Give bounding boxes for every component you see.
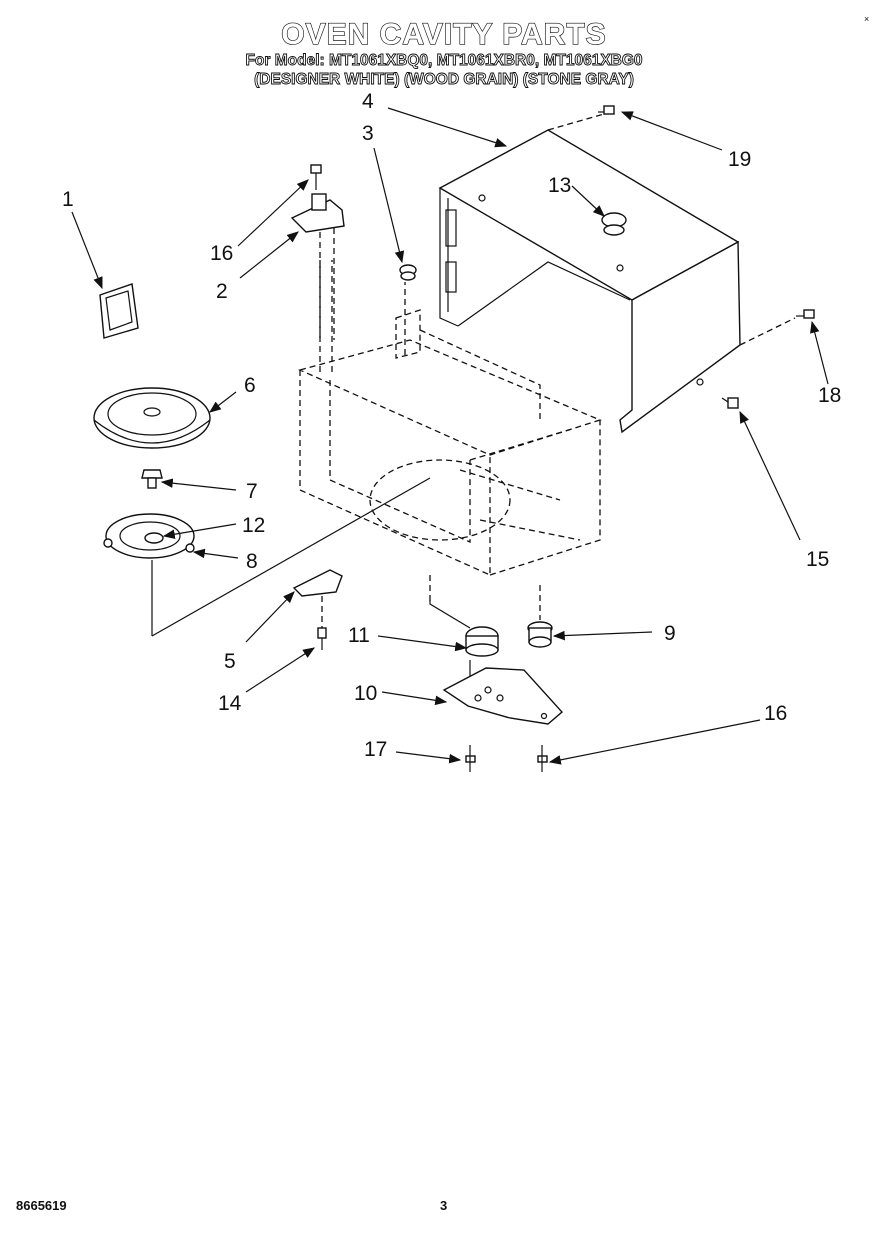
part-16-screw-bottom bbox=[537, 745, 548, 772]
callout-18: 18 bbox=[818, 384, 841, 407]
part-17-screw bbox=[465, 745, 476, 772]
part-5-clip bbox=[292, 569, 343, 628]
model-variants: (DESIGNER WHITE) (WOOD GRAIN) (STONE GRA… bbox=[254, 71, 635, 89]
part-11-motor bbox=[429, 600, 499, 657]
callout-19: 19 bbox=[728, 148, 751, 171]
callout-5: 5 bbox=[224, 650, 236, 673]
callout-15: 15 bbox=[806, 548, 829, 571]
callout-13: 13 bbox=[548, 174, 571, 197]
page-title: OVEN CAVITY PARTS bbox=[281, 17, 607, 51]
callout-7: 7 bbox=[246, 480, 258, 503]
callout-10: 10 bbox=[354, 682, 377, 705]
callout-17: 17 bbox=[364, 738, 387, 761]
callout-12: 12 bbox=[242, 514, 265, 537]
part-13-plug bbox=[601, 212, 627, 236]
part-19-screw bbox=[598, 105, 615, 115]
callout-4: 4 bbox=[362, 90, 374, 113]
callout-1: 1 bbox=[62, 188, 74, 211]
corner-mark: × bbox=[864, 14, 870, 24]
callout-2: 2 bbox=[216, 280, 228, 303]
part-3-grommet bbox=[399, 264, 417, 281]
outer-cabinet-wrapper bbox=[438, 113, 796, 434]
document-number: 8665619 bbox=[16, 1198, 67, 1213]
part-18-screw bbox=[796, 309, 815, 319]
part-9-foot bbox=[527, 621, 553, 648]
callout-16-top: 16 bbox=[210, 242, 233, 265]
callout-3: 3 bbox=[362, 122, 374, 145]
part-14-screw bbox=[317, 627, 327, 650]
callout-6: 6 bbox=[244, 374, 256, 397]
part-15-screw bbox=[721, 397, 739, 409]
part-6-turntable-tray bbox=[93, 387, 211, 449]
part-10-motor-bracket bbox=[442, 660, 564, 725]
part-16-screw-top bbox=[310, 164, 322, 190]
leader-lines bbox=[71, 107, 829, 765]
part-7-coupler bbox=[141, 469, 163, 489]
callout-8: 8 bbox=[246, 550, 258, 573]
callout-9: 9 bbox=[664, 622, 676, 645]
callout-14: 14 bbox=[218, 692, 242, 715]
callout-11: 11 bbox=[348, 624, 370, 647]
model-list: For Model: MT1061XBQ0, MT1061XBR0, MT106… bbox=[245, 52, 643, 70]
part-2-bracket bbox=[290, 193, 345, 340]
page-number: 3 bbox=[440, 1198, 448, 1213]
oven-cavity-outline bbox=[298, 260, 602, 620]
part-1-grille bbox=[99, 283, 139, 339]
part-8-roller-ring bbox=[103, 477, 431, 637]
callout-labels: 1 2 3 4 5 6 7 8 9 10 11 12 13 14 15 16 1… bbox=[62, 90, 841, 761]
callout-16-bottom: 16 bbox=[764, 702, 787, 725]
